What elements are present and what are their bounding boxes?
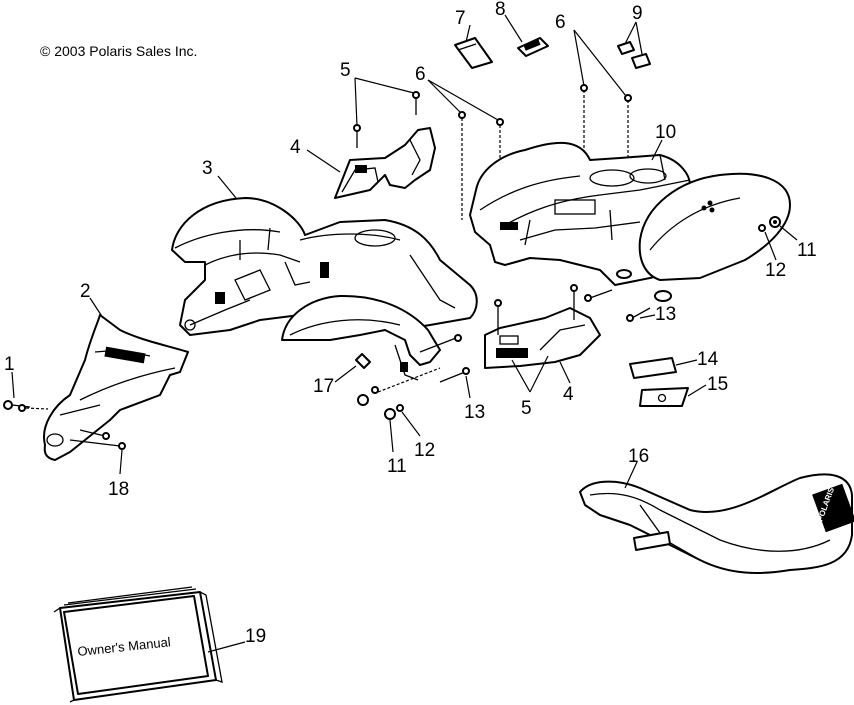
callout-4-right: 4 bbox=[563, 384, 574, 405]
part-18-bolts bbox=[69, 429, 126, 450]
callout-16: 16 bbox=[628, 446, 649, 467]
callout-11-lower: 11 bbox=[387, 456, 407, 477]
part-5-screw-upper bbox=[353, 91, 420, 148]
callout-2: 2 bbox=[80, 281, 91, 302]
part-17-fastener bbox=[355, 353, 371, 369]
callout-5-upper: 5 bbox=[340, 60, 351, 81]
part-4-left-guard bbox=[334, 127, 436, 199]
callout-6-center: 6 bbox=[415, 64, 426, 85]
callout-17: 17 bbox=[313, 376, 334, 397]
part-2-front-bumper bbox=[43, 314, 189, 461]
rear-side-panel bbox=[638, 172, 791, 281]
callout-11-right: 11 bbox=[797, 240, 817, 261]
part-11-12-right-fasteners bbox=[758, 216, 781, 232]
part-16-seat: POLARIS bbox=[579, 473, 854, 574]
leader-lines bbox=[11, 14, 798, 653]
callout-15: 15 bbox=[707, 374, 728, 395]
part-1-bolts bbox=[3, 400, 49, 412]
copyright-text: © 2003 Polaris Sales Inc. bbox=[40, 43, 197, 59]
callout-1: 1 bbox=[4, 354, 15, 375]
callout-5-lower: 5 bbox=[521, 398, 532, 419]
part-15-plate bbox=[639, 387, 689, 407]
front-fender-flap bbox=[281, 294, 441, 381]
callout-12-right: 12 bbox=[765, 260, 786, 281]
callout-8: 8 bbox=[495, 0, 506, 20]
callout-4-left: 4 bbox=[290, 137, 301, 158]
callout-7: 7 bbox=[455, 8, 466, 29]
part-4-right-guard bbox=[484, 284, 601, 369]
callout-12-lower: 12 bbox=[414, 440, 435, 461]
part-14-pad bbox=[629, 357, 677, 379]
part-11-12-13-lower-fasteners bbox=[357, 334, 470, 420]
part-19-owners-manual: Owner's Manual bbox=[53, 586, 223, 703]
callout-18: 18 bbox=[108, 479, 129, 500]
callout-13-lower: 13 bbox=[464, 402, 485, 423]
callout-3: 3 bbox=[202, 158, 213, 179]
part-13-right-bolts bbox=[584, 269, 672, 322]
part-9-fasteners bbox=[617, 41, 651, 69]
callout-labels: 1 2 3 4 4 5 5 6 6 7 8 9 10 11 11 12 12 1… bbox=[4, 0, 817, 647]
callout-14: 14 bbox=[697, 349, 719, 370]
part-7-clip bbox=[454, 37, 493, 69]
callout-9: 9 bbox=[632, 3, 643, 24]
callout-10: 10 bbox=[655, 122, 676, 143]
callout-6-right: 6 bbox=[555, 12, 566, 33]
callout-13-right: 13 bbox=[655, 304, 676, 325]
part-8-clip bbox=[517, 37, 549, 57]
callout-19: 19 bbox=[245, 626, 266, 647]
